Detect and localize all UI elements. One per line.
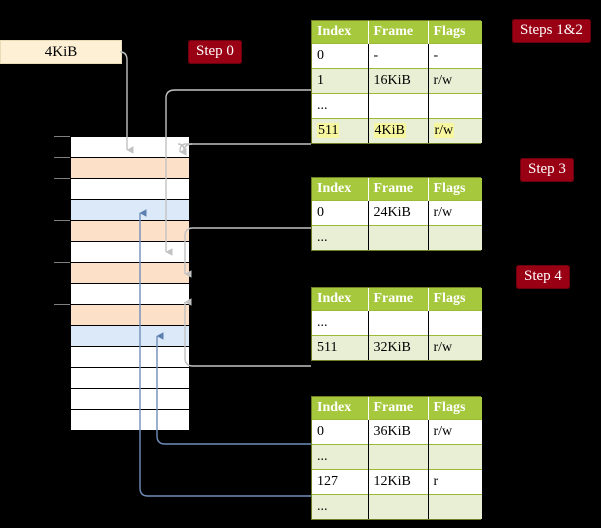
table-row[interactable]: ...: [312, 443, 482, 469]
memory-frame-row: [71, 241, 189, 262]
table-cell: r/w: [428, 418, 482, 444]
frame-tick: [54, 178, 70, 179]
table-cell: 16KiB: [368, 67, 429, 93]
table-cell: ...: [312, 443, 369, 469]
table-row[interactable]: ...: [312, 224, 482, 250]
table-cell: 0: [312, 199, 369, 225]
table-cell: 511: [312, 334, 369, 360]
table-cell: r/w: [428, 117, 482, 143]
memory-frame-row: [71, 367, 189, 388]
column-header-flags: Flags: [428, 178, 482, 200]
table-cell: [428, 443, 482, 469]
column-header-index: Index: [312, 21, 369, 43]
table-cell: ...: [312, 92, 369, 118]
table-row[interactable]: 0--: [312, 42, 482, 68]
table-cell: [368, 493, 429, 519]
table-row[interactable]: ...: [312, 493, 482, 519]
column-header-index: Index: [312, 178, 369, 200]
memory-frame-row: [71, 178, 189, 199]
table-cell: r/w: [428, 199, 482, 225]
table-cell: 12KiB: [368, 468, 429, 494]
memory-frame-row: [71, 325, 189, 346]
memory-frame-row: [71, 304, 189, 325]
memory-frame-row: [71, 136, 189, 157]
table-cell: 0: [312, 418, 369, 444]
table-cell: [428, 92, 482, 118]
column-header-flags: Flags: [428, 397, 482, 419]
table-cell: [368, 92, 429, 118]
table-cell: 511: [312, 117, 369, 143]
table-cell: r/w: [428, 67, 482, 93]
memory-frame-row: [71, 157, 189, 178]
table-cell: -: [368, 42, 429, 68]
memory-frame-row: [71, 388, 189, 409]
frame-tick: [54, 262, 70, 263]
memory-frame-row: [71, 262, 189, 283]
badge-step-3: Step 3: [520, 158, 574, 182]
table-cell: [428, 309, 482, 335]
table-cell: 36KiB: [368, 418, 429, 444]
memory-frame-row: [71, 199, 189, 220]
frame-tick: [54, 136, 70, 137]
table-row[interactable]: 511 4KiB r/w: [312, 117, 482, 143]
table-cell: ...: [312, 224, 369, 250]
column-header-frame: Frame: [368, 288, 429, 310]
cell-highlight: 511: [317, 122, 340, 138]
table-row[interactable]: ...: [312, 92, 482, 118]
frame-tick: [54, 220, 70, 221]
physical-memory-column: [70, 136, 190, 431]
badge-step-0: Step 0: [188, 40, 242, 64]
table-cell: r: [428, 468, 482, 494]
memory-frame-row: [71, 220, 189, 241]
table-cell: 4KiB: [368, 117, 429, 143]
table-cell: [368, 443, 429, 469]
table-cell: [428, 493, 482, 519]
memory-frame-row: [71, 409, 189, 430]
badge-steps-1-2: Steps 1&2: [512, 19, 591, 43]
column-header-frame: Frame: [368, 397, 429, 419]
table-cell: [368, 224, 429, 250]
table-cell: [368, 309, 429, 335]
column-header-frame: Frame: [368, 21, 429, 43]
table-cell: r/w: [428, 334, 482, 360]
table-cell: 24KiB: [368, 199, 429, 225]
cell-highlight: r/w: [433, 122, 455, 138]
frame-tick: [54, 157, 70, 158]
table-cell: 32KiB: [368, 334, 429, 360]
source-frame-label: 4KiB: [44, 43, 78, 60]
table-cell: ...: [312, 309, 369, 335]
table-cell: 127: [312, 468, 369, 494]
column-header-index: Index: [312, 397, 369, 419]
memory-frame-row: [71, 346, 189, 367]
table-cell: ...: [312, 493, 369, 519]
memory-frame-row: [71, 283, 189, 304]
column-header-flags: Flags: [428, 21, 482, 43]
column-header-frame: Frame: [368, 178, 429, 200]
table-cell: -: [428, 42, 482, 68]
source-frame-box: 4KiB: [0, 40, 122, 64]
table-cell: 1: [312, 67, 369, 93]
column-header-flags: Flags: [428, 288, 482, 310]
cell-highlight: 4KiB: [373, 122, 406, 138]
table-cell: [428, 224, 482, 250]
table-cell: 0: [312, 42, 369, 68]
frame-tick: [54, 304, 70, 305]
column-header-index: Index: [312, 288, 369, 310]
badge-step-4: Step 4: [516, 265, 570, 289]
table-row[interactable]: ...: [312, 309, 482, 335]
